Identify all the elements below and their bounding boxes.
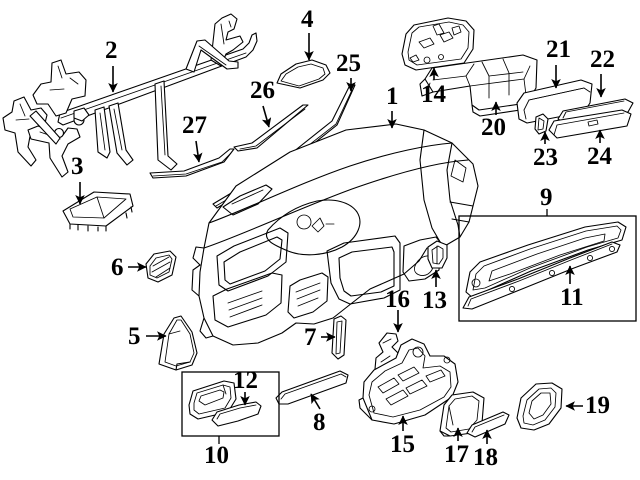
part-13-retaining-clip (427, 240, 448, 269)
part-20-glove-box-housing (419, 54, 538, 117)
callout-label-17: 17 (444, 441, 469, 468)
callout-label-21: 21 (546, 36, 571, 63)
callout-label-16: 16 (385, 286, 410, 313)
callout-label-22: 22 (590, 46, 615, 73)
part-8-lower-trim-molding (275, 370, 349, 405)
part-11-decorative-upper-trim (462, 221, 627, 310)
part-7-vertical-trim-strip (331, 315, 347, 360)
callout-label-2: 2 (105, 37, 118, 64)
callout-label-18: 18 (473, 444, 498, 471)
callout-label-8: 8 (313, 409, 326, 436)
callout-label-10: 10 (204, 442, 229, 469)
part-24-lower-trim-bar (548, 109, 632, 139)
callout-label-11: 11 (560, 284, 584, 311)
callout-label-25: 25 (336, 50, 361, 77)
callout-label-26: 26 (250, 77, 275, 104)
callout-label-14: 14 (421, 81, 446, 108)
part-10-glove-box-contents (188, 380, 262, 427)
part-26-upper-trim-strip (233, 104, 309, 152)
callout-label-6: 6 (111, 254, 124, 281)
glove-box-assembly-frame-10 (181, 371, 280, 437)
part-18-compartment-trim-strip (466, 411, 510, 438)
callout-label-4: 4 (301, 6, 314, 33)
part-23-small-retainer-clip (534, 113, 549, 135)
callout-label-13: 13 (422, 287, 447, 314)
part-27-center-trim-strip (149, 148, 235, 179)
callout-label-3: 3 (71, 153, 84, 180)
callout-label-27: 27 (182, 112, 207, 139)
callout-label-12: 12 (233, 367, 258, 394)
part-2-cross-car-support-beam (2, 13, 258, 178)
part-3-speaker-grille-cover (62, 191, 134, 232)
part-5-side-end-cap-trim (158, 315, 198, 371)
callout-label-24: 24 (587, 143, 612, 170)
callout-label-5: 5 (128, 323, 141, 350)
callout-leaders (75, 33, 606, 444)
callout-label-23: 23 (533, 144, 558, 171)
part-19-oval-bezel-surround (516, 382, 563, 431)
callout-label-1: 1 (386, 83, 399, 110)
part-4-defroster-grille-seal (276, 59, 331, 89)
callout-label-20: 20 (481, 114, 506, 141)
callout-label-15: 15 (390, 431, 415, 458)
callout-label-9: 9 (540, 184, 553, 211)
part-15-lower-knee-bolster-panel (358, 338, 459, 425)
part-14-glove-box-liner (401, 17, 475, 71)
callout-label-7: 7 (304, 324, 317, 351)
callout-label-19: 19 (585, 392, 610, 419)
part-6-side-air-vent-louver (145, 250, 177, 283)
